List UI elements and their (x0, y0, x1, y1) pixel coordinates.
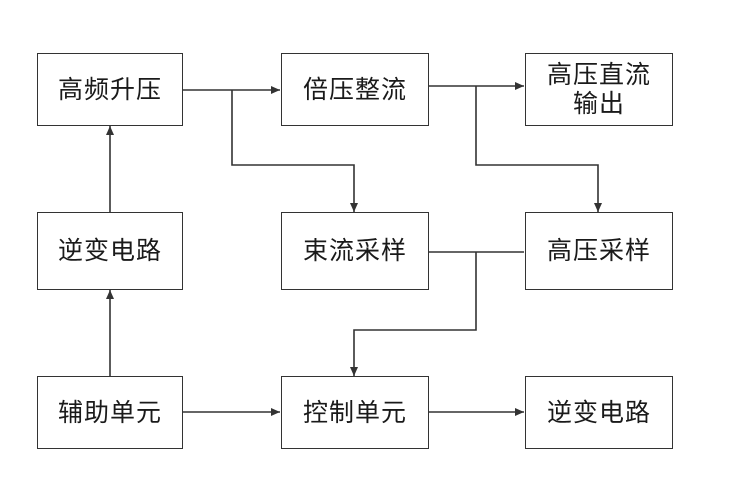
hf-boost-block: 高频升压 (37, 53, 183, 126)
control-unit-label: 控制单元 (302, 397, 407, 427)
hv-dc-output-label-line1: 高压直流 (546, 59, 651, 89)
hv-dc-output-block: 高压直流 输出 (525, 53, 673, 126)
hv-dc-output-label-line2: 输出 (572, 88, 625, 118)
arrow-sampling-to-control (350, 252, 477, 376)
hv-sampling-label: 高压采样 (546, 236, 651, 265)
inverter-circuit-block-1: 逆变电路 (37, 212, 183, 290)
auxiliary-unit-label: 辅助单元 (57, 397, 162, 427)
voltage-doubler-label: 倍压整流 (302, 74, 407, 104)
inverter-circuit-label-1: 逆变电路 (57, 236, 162, 265)
arrow-hfboost-to-beam-sampling (231, 90, 358, 212)
beam-current-sampling-block: 束流采样 (281, 212, 429, 290)
arrow-doubler-to-hv-sampling (475, 86, 602, 212)
inverter-circuit-block-2: 逆变电路 (525, 376, 673, 449)
control-unit-block: 控制单元 (281, 376, 429, 449)
inverter-circuit-label-2: 逆变电路 (546, 397, 651, 427)
hf-boost-label: 高频升压 (57, 74, 162, 104)
voltage-doubler-block: 倍压整流 (281, 53, 429, 126)
auxiliary-unit-block: 辅助单元 (37, 376, 183, 449)
hv-sampling-block: 高压采样 (525, 212, 673, 290)
beam-current-sampling-label: 束流采样 (302, 236, 407, 265)
